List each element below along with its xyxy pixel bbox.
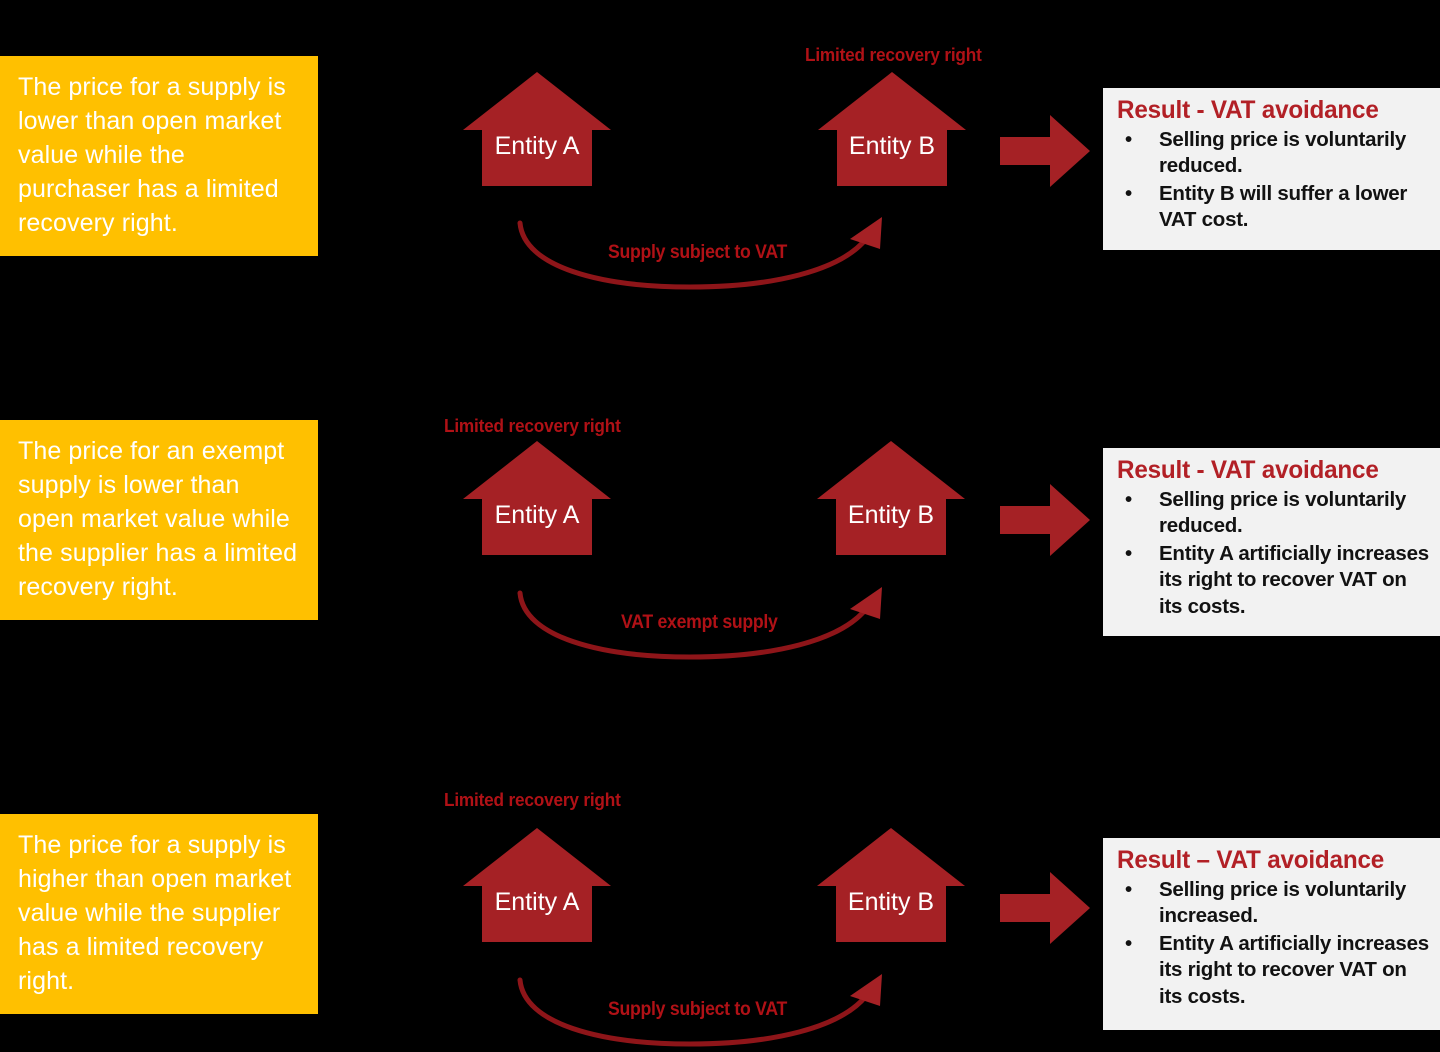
right-arrow-icon bbox=[1000, 872, 1090, 944]
list-item: • Selling price is voluntarily increased… bbox=[1117, 877, 1430, 930]
description-box-3: The price for a supply is higher than op… bbox=[0, 814, 318, 1014]
bullet-text: Entity A artificially increases its righ… bbox=[1159, 541, 1429, 619]
right-arrow-icon bbox=[1000, 115, 1090, 187]
list-item: • Selling price is voluntarily reduced. bbox=[1117, 487, 1430, 540]
curved-arrow-icon bbox=[517, 587, 882, 660]
bullet-icon: • bbox=[1125, 877, 1132, 901]
result-box-1: Result - VAT avoidance • Selling price i… bbox=[1103, 88, 1440, 250]
result-bullets-1: • Selling price is voluntarily reduced. … bbox=[1117, 127, 1430, 235]
curved-arrow-icon bbox=[517, 217, 882, 290]
list-item: • Selling price is voluntarily reduced. bbox=[1117, 127, 1430, 180]
bullet-icon: • bbox=[1125, 181, 1132, 205]
result-box-3: Result – VAT avoidance • Selling price i… bbox=[1103, 838, 1440, 1030]
entity-b-house-1: Entity B bbox=[818, 72, 966, 186]
bullet-text: Selling price is voluntarily reduced. bbox=[1159, 127, 1407, 178]
supply-arrow-2 bbox=[510, 585, 910, 665]
entity-a-house-1: Entity A bbox=[463, 72, 611, 186]
house-icon bbox=[818, 72, 966, 186]
list-item: • Entity A artificially increases its ri… bbox=[1117, 931, 1430, 1011]
result-box-2: Result - VAT avoidance • Selling price i… bbox=[1103, 448, 1440, 636]
bullet-text: Entity A artificially increases its righ… bbox=[1159, 931, 1429, 1009]
entity-b-house-2: Entity B bbox=[817, 441, 965, 555]
list-item: • Entity B will suffer a lower VAT cost. bbox=[1117, 181, 1430, 234]
supply-label-2: VAT exempt supply bbox=[621, 612, 778, 633]
bullet-text: Entity B will suffer a lower VAT cost. bbox=[1159, 181, 1408, 232]
bullet-icon: • bbox=[1125, 931, 1132, 955]
house-icon bbox=[817, 441, 965, 555]
house-icon bbox=[463, 72, 611, 186]
supply-label-1: Supply subject to VAT bbox=[608, 242, 788, 263]
limited-recovery-caption-3: Limited recovery right bbox=[444, 789, 621, 810]
house-icon bbox=[817, 828, 965, 942]
house-icon bbox=[463, 441, 611, 555]
result-title-1: Result - VAT avoidance bbox=[1117, 96, 1379, 124]
right-arrow-icon bbox=[1000, 484, 1090, 556]
entity-a-house-2: Entity A bbox=[463, 441, 611, 555]
result-pointer-arrow-1 bbox=[1000, 115, 1090, 187]
bullet-icon: • bbox=[1125, 541, 1132, 565]
list-item: • Entity A artificially increases its ri… bbox=[1117, 541, 1430, 621]
description-box-2: The price for an exempt supply is lower … bbox=[0, 420, 318, 620]
house-icon bbox=[463, 828, 611, 942]
entity-b-house-3: Entity B bbox=[817, 828, 965, 942]
limited-recovery-caption-2: Limited recovery right bbox=[444, 415, 621, 436]
bullet-icon: • bbox=[1125, 127, 1132, 151]
entity-a-house-3: Entity A bbox=[463, 828, 611, 942]
result-title-3: Result – VAT avoidance bbox=[1117, 846, 1385, 874]
result-bullets-2: • Selling price is voluntarily reduced. … bbox=[1117, 487, 1430, 621]
bullet-text: Selling price is voluntarily reduced. bbox=[1159, 487, 1407, 538]
bullet-icon: • bbox=[1125, 487, 1132, 511]
bullet-text: Selling price is voluntarily increased. bbox=[1159, 877, 1407, 928]
supply-arrow-1 bbox=[510, 215, 910, 295]
result-bullets-3: • Selling price is voluntarily increased… bbox=[1117, 877, 1430, 1011]
limited-recovery-caption-1: Limited recovery right bbox=[805, 44, 982, 65]
description-box-1: The price for a supply is lower than ope… bbox=[0, 56, 318, 256]
result-title-2: Result - VAT avoidance bbox=[1117, 456, 1379, 484]
result-pointer-arrow-3 bbox=[1000, 872, 1090, 944]
result-pointer-arrow-2 bbox=[1000, 484, 1090, 556]
supply-label-3: Supply subject to VAT bbox=[608, 999, 788, 1020]
